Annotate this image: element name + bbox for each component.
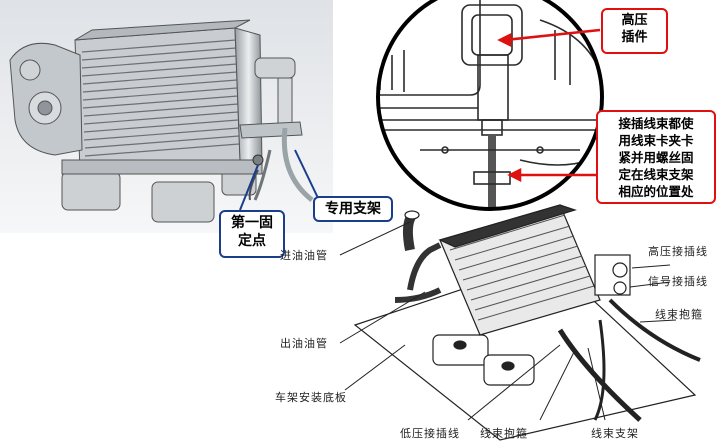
installation-line-drawing — [353, 204, 701, 441]
harness-fixing-note-callout: 接插线束都使 用线束卡夹卡 紧并用螺丝固 定在线束支架 相应的位置处 — [596, 110, 716, 204]
blue-leader-lines — [239, 149, 319, 211]
special-bracket-callout: 专用支架 — [313, 196, 393, 222]
red-leader-lines — [497, 28, 601, 183]
harness-clamp-bottom-label: 线束抱箍 — [480, 427, 528, 440]
callout-line: 定在线束支架 — [618, 167, 694, 182]
oil-outlet-pipe-label: 出油油管 — [280, 337, 328, 350]
lv-connector-wire-label: 低压接插线 — [400, 427, 460, 440]
high-voltage-plug-callout: 高压 插件 — [601, 8, 668, 54]
label-leader-lines — [339, 221, 677, 421]
callout-line: 高压 — [621, 13, 648, 28]
callout-line: 接插线束都使 — [618, 116, 694, 131]
callout-line: 插件 — [621, 30, 648, 45]
callout-line: 第一固 — [231, 215, 273, 231]
signal-connector-wire-label: 信号接插线 — [648, 275, 708, 288]
harness-clamp-right-label: 线束抱箍 — [655, 308, 703, 321]
callout-line: 相应的位置处 — [618, 184, 694, 199]
frame-base-plate-label: 车架安装底板 — [275, 391, 347, 404]
callout-line: 用线束卡夹卡 — [618, 133, 694, 148]
hv-connector-wire-label: 高压接插线 — [648, 245, 708, 258]
detail-zoom-circle — [376, 0, 604, 211]
harness-bracket-label: 线束支架 — [591, 427, 639, 440]
callout-line: 紧并用螺丝固 — [618, 150, 694, 165]
first-fixing-point-callout: 第一固 定点 — [219, 210, 285, 258]
heater-3d-render — [0, 0, 333, 233]
callout-line: 定点 — [238, 233, 266, 249]
oil-inlet-pipe-label: 进油油管 — [280, 249, 328, 262]
